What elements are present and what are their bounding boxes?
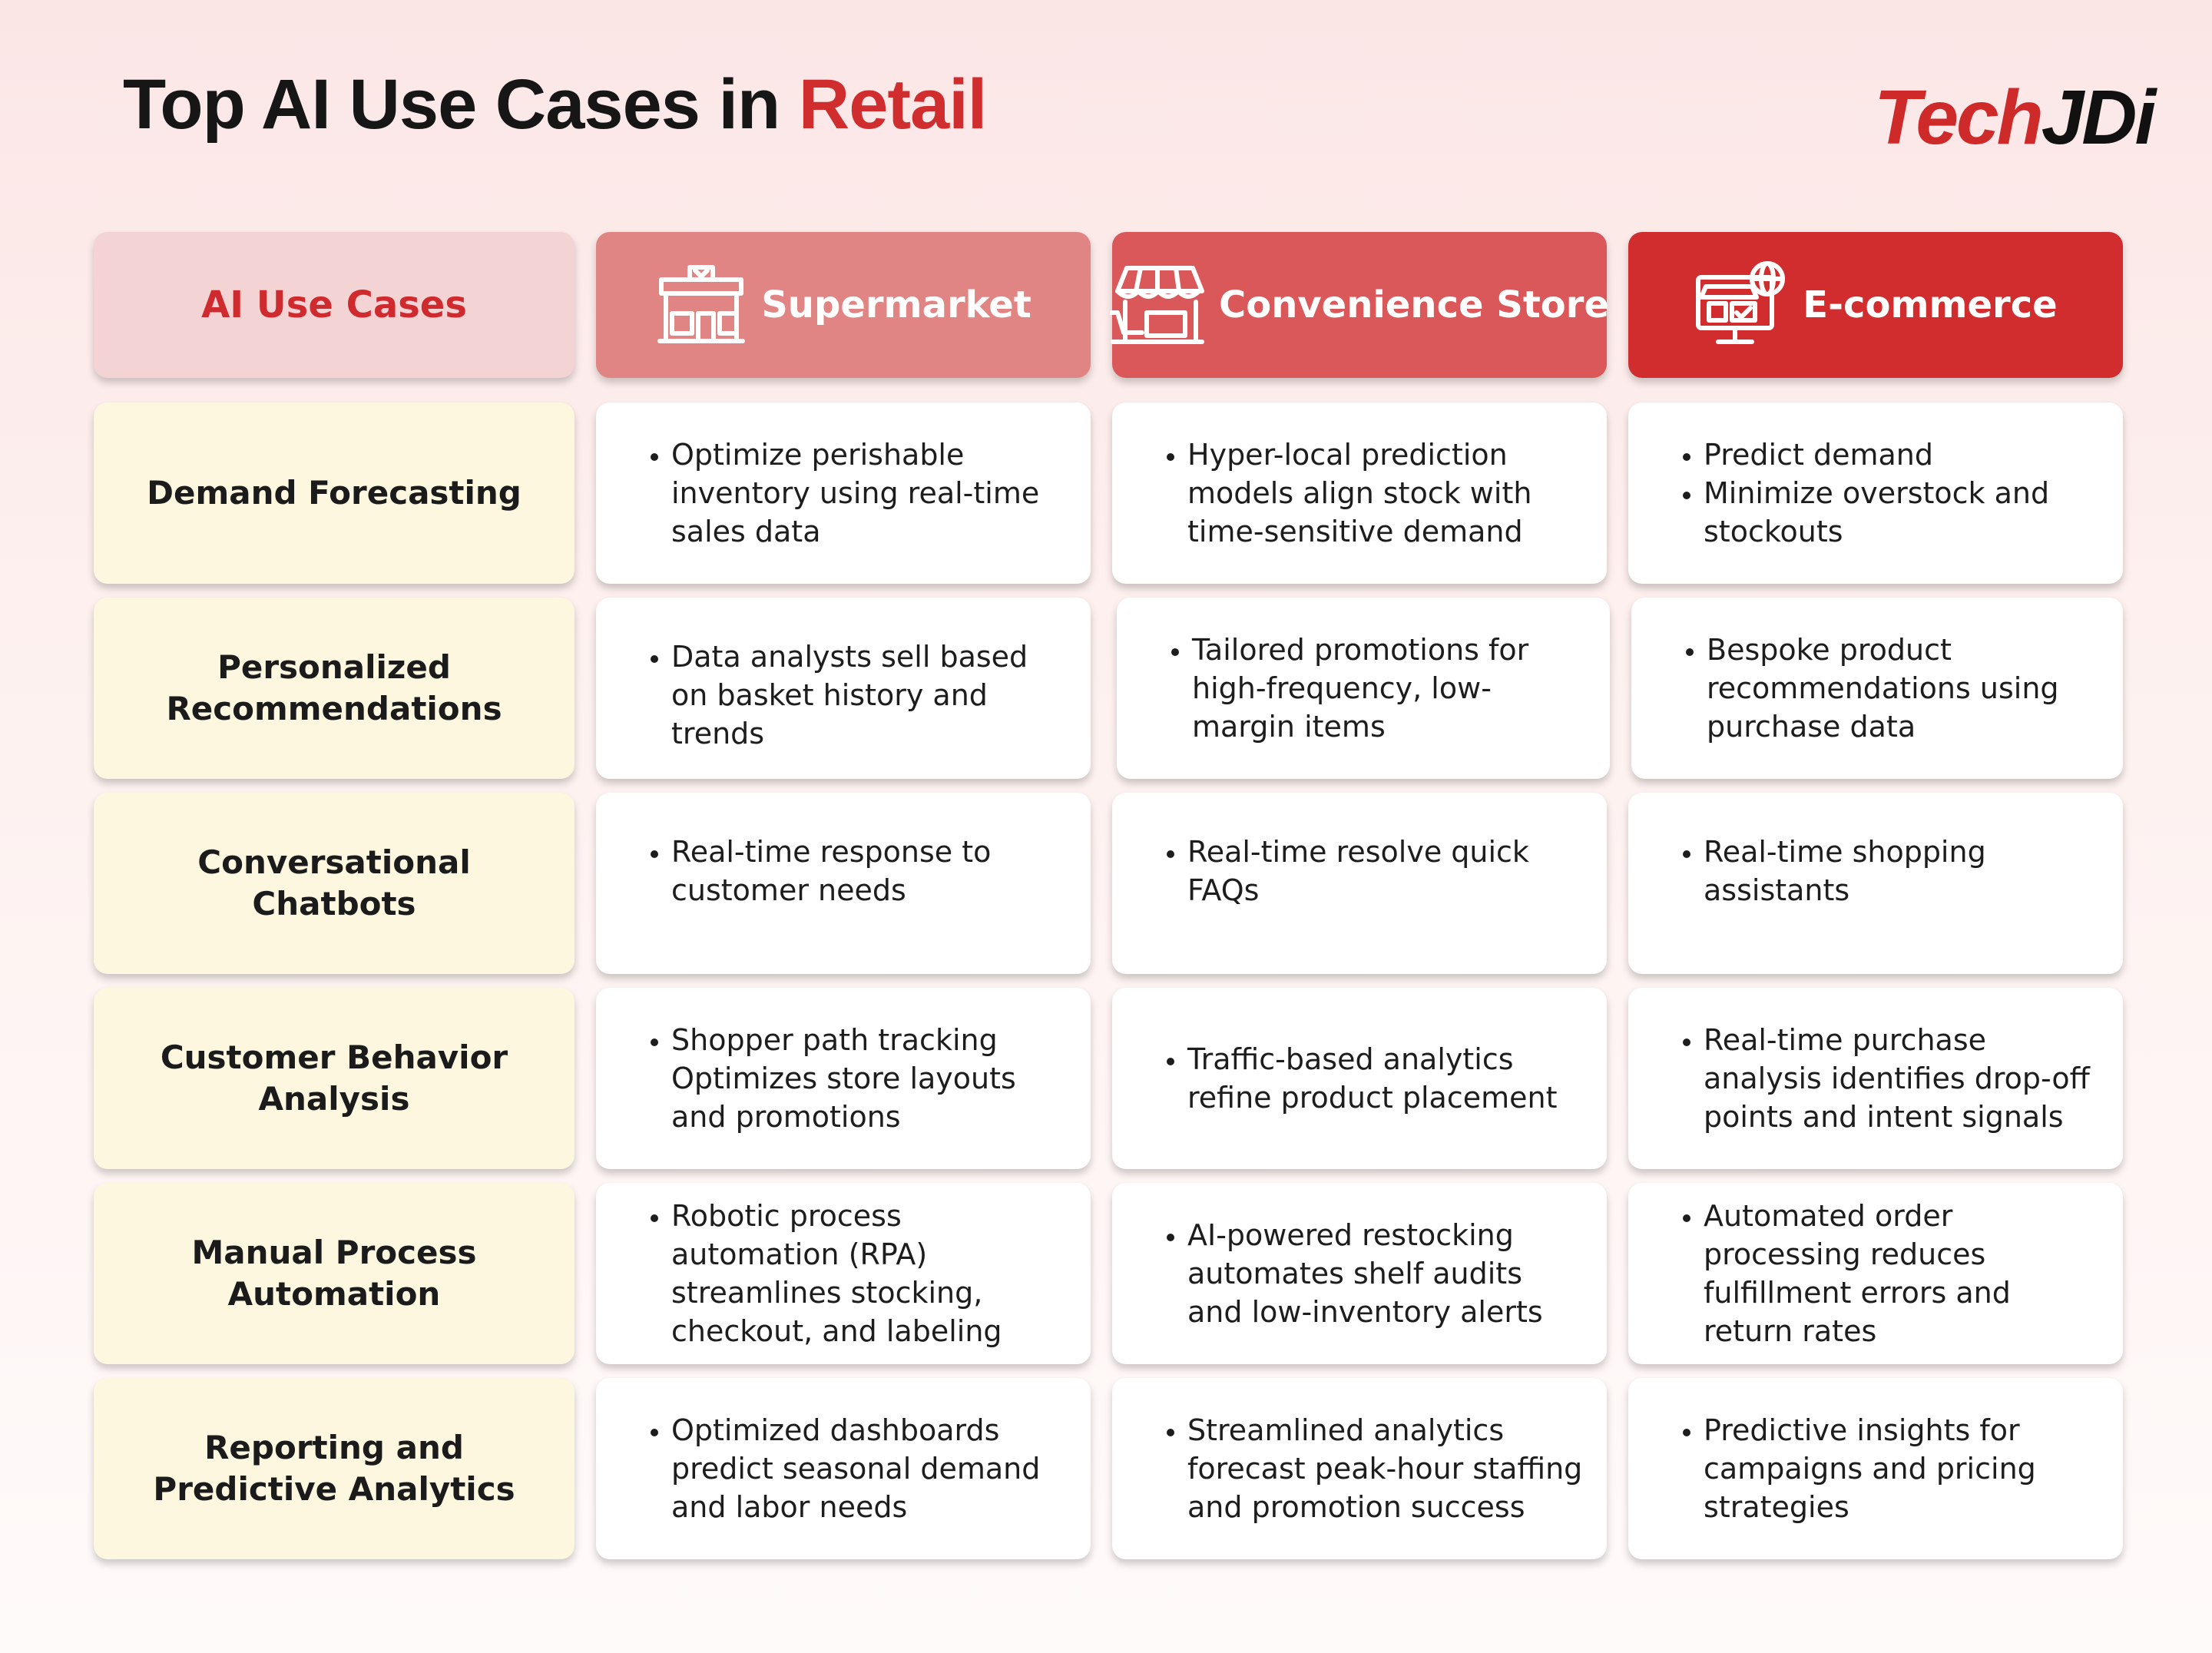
bullet-list: Hyper-local prediction models align stoc… bbox=[1157, 436, 1585, 551]
cell-ecommerce: Real-time shopping assistants bbox=[1628, 793, 2123, 974]
cell-ecommerce: Bespoke product recommendations using pu… bbox=[1631, 598, 2123, 779]
header-ecommerce: E-commerce bbox=[1628, 232, 2123, 378]
bullet-list: Shopper path tracking Optimizes store la… bbox=[641, 1021, 1069, 1136]
bullet-item: Optimized dashboards predict seasonal de… bbox=[671, 1411, 1069, 1526]
cell-ecommerce: Real-time purchase analysis identifies d… bbox=[1628, 988, 2123, 1169]
bullet-item: Real-time response to customer needs bbox=[671, 833, 1069, 909]
cell-convenience-store: Real-time resolve quick FAQs bbox=[1112, 793, 1607, 974]
bullet-list: Streamlined analytics forecast peak-hour… bbox=[1157, 1411, 1585, 1526]
title-accent: Retail bbox=[798, 65, 988, 144]
bullet-item: Robotic process automation (RPA) streaml… bbox=[671, 1197, 1069, 1350]
bullet-item: Data analysts sell based on basket histo… bbox=[671, 638, 1069, 753]
bullet-list: Data analysts sell based on basket histo… bbox=[641, 638, 1069, 753]
bullet-list: Real-time purchase analysis identifies d… bbox=[1673, 1021, 2101, 1136]
bullet-item: Tailored promotions for high-frequency, … bbox=[1192, 631, 1588, 746]
bullet-item: Optimize perishable inventory using real… bbox=[671, 436, 1069, 551]
bullet-item: Predict demand bbox=[1704, 436, 2101, 474]
bullet-list: Optimize perishable inventory using real… bbox=[641, 436, 1069, 551]
bullet-item: Traffic-based analytics refine product p… bbox=[1187, 1040, 1585, 1117]
cell-supermarket: Real-time response to customer needs bbox=[596, 793, 1091, 974]
row-label-text: Conversational Chatbots bbox=[197, 843, 471, 923]
bullet-list: Predict demandMinimize overstock and sto… bbox=[1673, 436, 2101, 551]
cell-convenience-store: Traffic-based analytics refine product p… bbox=[1112, 988, 1607, 1169]
cell-ecommerce: Predictive insights for campaigns and pr… bbox=[1628, 1378, 2123, 1559]
cell-convenience-store: AI-powered restocking automates shelf au… bbox=[1112, 1183, 1607, 1364]
bullet-item: Real-time purchase analysis identifies d… bbox=[1704, 1021, 2101, 1136]
cell-supermarket: Shopper path tracking Optimizes store la… bbox=[596, 988, 1091, 1169]
row-label-text: Reporting and Predictive Analytics bbox=[153, 1429, 515, 1508]
bullet-list: AI-powered restocking automates shelf au… bbox=[1157, 1216, 1585, 1331]
ecommerce-globe-icon bbox=[1696, 261, 1786, 344]
bullet-list: Bespoke product recommendations using pu… bbox=[1676, 631, 2101, 746]
row-label-demand-forecasting: Demand Forecasting bbox=[94, 402, 575, 584]
bullet-item: Real-time resolve quick FAQs bbox=[1187, 833, 1585, 909]
row-label-conversational-chatbots: Conversational Chatbots bbox=[94, 793, 575, 974]
bullet-list: Predictive insights for campaigns and pr… bbox=[1673, 1411, 2101, 1526]
cell-convenience-store: Tailored promotions for high-frequency, … bbox=[1117, 598, 1610, 779]
header-supermarket: Supermarket bbox=[596, 232, 1091, 378]
header-label: Convenience Store bbox=[1219, 283, 1610, 326]
bullet-item: Shopper path tracking Optimizes store la… bbox=[671, 1021, 1069, 1136]
bullet-item: Automated order processing reduces fulfi… bbox=[1704, 1197, 2101, 1350]
bullet-item: Bespoke product recommendations using pu… bbox=[1707, 631, 2101, 746]
header-ai-use-cases: AI Use Cases bbox=[94, 232, 575, 378]
header-label: E-commerce bbox=[1803, 283, 2058, 326]
row-label-text: Demand Forecasting bbox=[147, 474, 522, 512]
header-label: Supermarket bbox=[761, 283, 1031, 326]
header-convenience-store: Convenience Store bbox=[1110, 232, 1610, 378]
bullet-item: Streamlined analytics forecast peak-hour… bbox=[1187, 1411, 1585, 1526]
row-label-customer-behavior-analysis: Customer Behavior Analysis bbox=[94, 988, 575, 1169]
bullet-item: Predictive insights for campaigns and pr… bbox=[1704, 1411, 2101, 1526]
bullet-list: Real-time resolve quick FAQs bbox=[1157, 833, 1585, 909]
row-label-text: Manual Process Automation bbox=[191, 1234, 477, 1313]
cell-convenience-store: Streamlined analytics forecast peak-hour… bbox=[1112, 1378, 1607, 1559]
cell-supermarket: Data analysts sell based on basket histo… bbox=[596, 598, 1091, 779]
row-label-text: Personalized Recommendations bbox=[166, 648, 502, 727]
bullet-list: Traffic-based analytics refine product p… bbox=[1157, 1040, 1585, 1117]
convenience-store-icon bbox=[1110, 266, 1204, 344]
row-label-manual-process-automation: Manual Process Automation bbox=[94, 1183, 575, 1364]
header-label: AI Use Cases bbox=[201, 283, 467, 326]
bullet-item: Minimize overstock and stockouts bbox=[1704, 474, 2101, 551]
cell-supermarket: Optimized dashboards predict seasonal de… bbox=[596, 1378, 1091, 1559]
row-label-reporting-predictive-analytics: Reporting and Predictive Analytics bbox=[94, 1378, 575, 1559]
bullet-list: Real-time shopping assistants bbox=[1673, 833, 2101, 909]
bullet-list: Robotic process automation (RPA) streaml… bbox=[641, 1197, 1069, 1350]
bullet-list: Optimized dashboards predict seasonal de… bbox=[641, 1411, 1069, 1526]
cell-supermarket: Optimize perishable inventory using real… bbox=[596, 402, 1091, 584]
bullet-item: Hyper-local prediction models align stoc… bbox=[1187, 436, 1585, 551]
row-label-personalized-recommendations: Personalized Recommendations bbox=[94, 598, 575, 779]
page-title: Top AI Use Cases in Retail bbox=[123, 65, 988, 145]
cell-ecommerce: Predict demandMinimize overstock and sto… bbox=[1628, 402, 2123, 584]
logo-part-jdi: JDi bbox=[2041, 75, 2157, 161]
supermarket-store-icon bbox=[657, 265, 746, 343]
row-label-text: Customer Behavior Analysis bbox=[160, 1039, 508, 1118]
bullet-list: Tailored promotions for high-frequency, … bbox=[1161, 631, 1588, 746]
title-main: Top AI Use Cases in bbox=[123, 65, 780, 144]
bullet-list: Real-time response to customer needs bbox=[641, 833, 1069, 909]
bullet-item: AI-powered restocking automates shelf au… bbox=[1187, 1216, 1585, 1331]
techjdi-logo: TechJDi bbox=[1874, 74, 2157, 162]
cell-supermarket: Robotic process automation (RPA) streaml… bbox=[596, 1183, 1091, 1364]
cell-convenience-store: Hyper-local prediction models align stoc… bbox=[1112, 402, 1607, 584]
bullet-list: Automated order processing reduces fulfi… bbox=[1673, 1197, 2101, 1350]
cell-ecommerce: Automated order processing reduces fulfi… bbox=[1628, 1183, 2123, 1364]
logo-part-tech: Tech bbox=[1874, 75, 2044, 161]
bullet-item: Real-time shopping assistants bbox=[1704, 833, 2101, 909]
